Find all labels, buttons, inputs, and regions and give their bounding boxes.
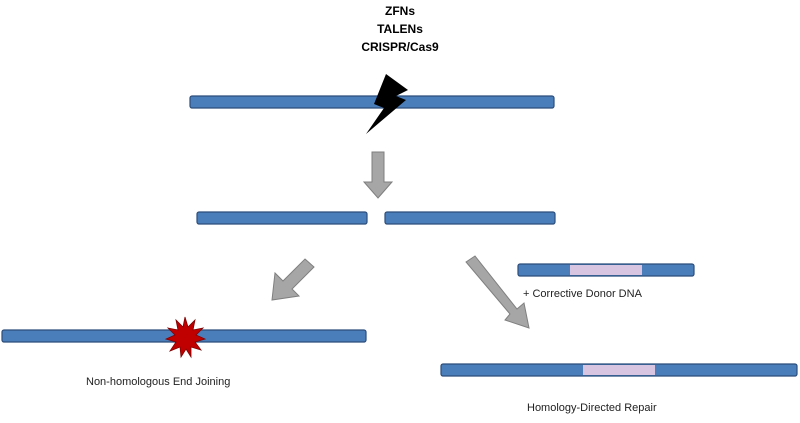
- broken-dna-left: [196, 211, 368, 225]
- intact-dna-strand: [189, 95, 555, 109]
- donor-insert: [570, 265, 642, 275]
- nhej-arrow: [271, 258, 315, 301]
- nhej-label: Non-homologous End Joining: [86, 376, 231, 388]
- starburst-icon: [164, 316, 207, 359]
- hdr-arrow: [465, 255, 530, 329]
- nuclease-list: ZFNs TALENs CRISPR/Cas9: [300, 2, 500, 56]
- hdr-label: Homology-Directed Repair: [527, 402, 657, 414]
- broken-dna-right: [384, 211, 556, 225]
- nuclease-zfns: ZFNs: [385, 4, 415, 18]
- donor-label: + Corrective Donor DNA: [523, 288, 642, 300]
- hdr-insert: [583, 365, 655, 375]
- lightning-bolt-icon: [366, 74, 408, 134]
- down-arrow: [362, 151, 394, 199]
- nuclease-crispr-cas9: CRISPR/Cas9: [361, 40, 439, 54]
- nuclease-talens: TALENs: [377, 22, 423, 36]
